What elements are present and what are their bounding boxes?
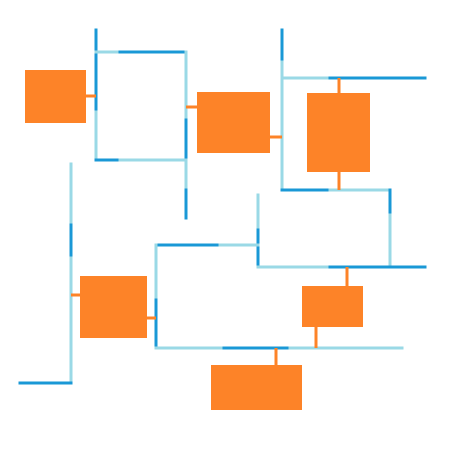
component-3-block [307,93,370,172]
component-layer [25,70,370,410]
component-5-block [302,286,363,327]
component-6-block [211,365,302,410]
component-4-block [80,276,147,338]
component-2-block [197,92,270,153]
connector-layer [71,78,349,366]
component-1-block [25,70,86,123]
wire-layer [18,28,427,385]
